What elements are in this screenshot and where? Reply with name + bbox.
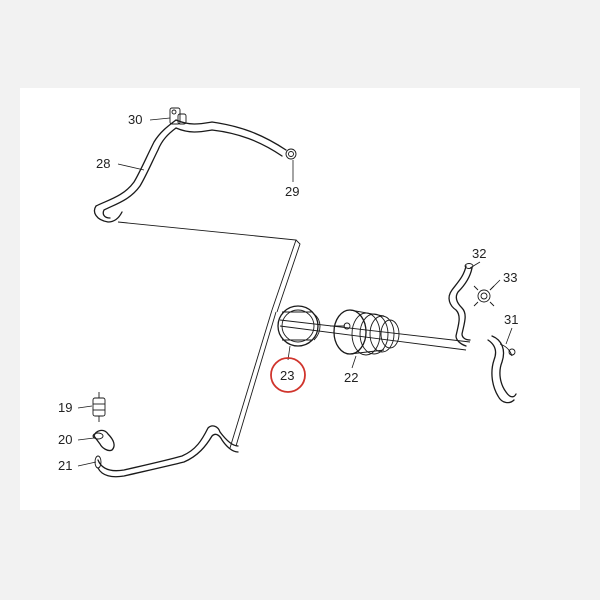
diagram-paper bbox=[20, 88, 580, 510]
callout-22: 22 bbox=[344, 370, 358, 385]
clip-30 bbox=[169, 107, 187, 125]
callout-20: 20 bbox=[58, 432, 72, 447]
hose-31 bbox=[487, 335, 517, 404]
leader-lines bbox=[77, 117, 513, 467]
highlight-circle bbox=[270, 357, 306, 393]
hose-28 bbox=[93, 119, 287, 223]
ring-23 bbox=[277, 305, 321, 347]
callout-30: 30 bbox=[128, 112, 142, 127]
clamp-29 bbox=[285, 148, 297, 160]
callout-19: 19 bbox=[58, 400, 72, 415]
callout-33: 33 bbox=[503, 270, 517, 285]
callout-31: 31 bbox=[504, 312, 518, 327]
vent-tube-lines bbox=[117, 221, 471, 449]
callout-32: 32 bbox=[472, 246, 486, 261]
fitting-19 bbox=[92, 392, 106, 422]
filter-22 bbox=[330, 309, 400, 356]
callout-28: 28 bbox=[96, 156, 110, 171]
elbow-20 bbox=[92, 429, 115, 452]
callout-23: 23 bbox=[280, 368, 294, 383]
callout-21: 21 bbox=[58, 458, 72, 473]
callout-29: 29 bbox=[285, 184, 299, 199]
